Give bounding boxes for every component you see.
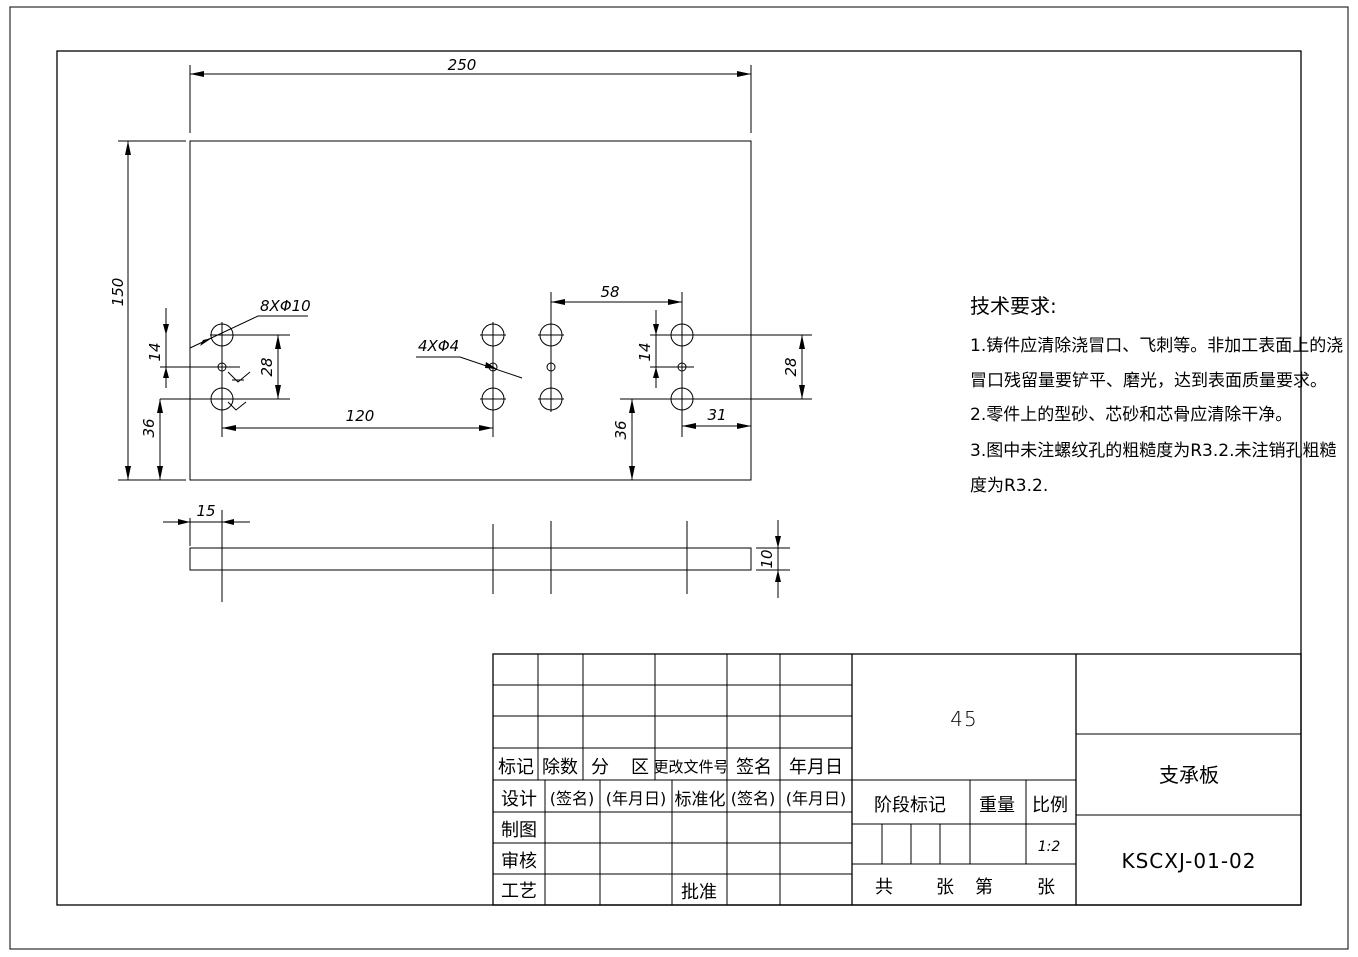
material: 45 (950, 707, 977, 731)
dim-28-right: 28 (782, 357, 800, 376)
outer-border (9, 6, 1349, 950)
standardize-date: (年月日) (786, 789, 847, 808)
design-sign: (签名) (550, 789, 595, 808)
tech-req-line: 1.铸件应清除浇冒口、飞刺等。非加工表面上的浇 (970, 336, 1343, 356)
roughness-icon (227, 401, 247, 411)
scale-value: 1:2 (1038, 839, 1061, 855)
title-block: 标记 除数 分 区 更改文件号 签名 年月日 设计 (签名) (年月日) 标准化… (492, 653, 1302, 906)
label-scale: 比例 (1032, 795, 1068, 816)
label-total: 共 (875, 877, 893, 898)
tech-req-title: 技术要求: (970, 294, 1057, 318)
dim-4x4: 4XΦ4 (418, 337, 459, 355)
label-sheets-b: 张 (1037, 877, 1055, 898)
design-date: (年月日) (606, 789, 667, 808)
dim-15: 15 (196, 502, 215, 520)
label-approve: 批准 (681, 882, 717, 903)
header-change-doc: 更改文件号 (653, 758, 728, 776)
dim-28-left: 28 (258, 357, 276, 376)
tech-req-line: 3.图中未注螺纹孔的粗糙度为R3.2.未注销孔粗糙 (970, 441, 1336, 461)
tech-req-line: 冒口残留量要铲平、磨光，达到表面质量要求。 (970, 371, 1327, 391)
dimensions: 250 150 8XΦ10 14 28 36 120 4XΦ4 (109, 56, 805, 481)
front-view (160, 140, 812, 481)
plate-outline (189, 140, 752, 481)
label-design: 设计 (501, 789, 537, 810)
roughness-icon (227, 371, 251, 383)
dim-250: 250 (448, 56, 477, 74)
dim-8x10: 8XΦ10 (260, 297, 311, 315)
drawing-number: KSCXJ-01-02 (1122, 849, 1257, 873)
header-zone-a: 分 (591, 757, 609, 778)
header-mark: 标记 (498, 757, 534, 778)
label-drafting: 制图 (501, 820, 537, 841)
plate-side-outline (189, 547, 752, 571)
dim-120: 120 (346, 407, 375, 425)
standardize-sign: (签名) (731, 789, 776, 808)
dim-14-right: 14 (636, 342, 654, 361)
label-weight: 重量 (979, 795, 1015, 816)
label-process: 工艺 (501, 881, 537, 902)
dim-150: 150 (109, 278, 127, 307)
header-date: 年月日 (789, 757, 843, 778)
side-view: 15 10 (163, 502, 790, 602)
label-review: 审核 (501, 851, 537, 872)
technical-requirements: 技术要求: 1.铸件应清除浇冒口、飞刺等。非加工表面上的浇 冒口残留量要铲平、磨… (970, 294, 1343, 496)
header-zone-b: 区 (631, 757, 649, 778)
label-stage-mark: 阶段标记 (874, 795, 946, 816)
header-signature: 签名 (736, 757, 772, 778)
tech-req-line: 2.零件上的型砂、芯砂和芯骨应清除干净。 (970, 405, 1292, 425)
center-lines (160, 292, 812, 437)
inner-frame (56, 50, 1302, 906)
label-nth: 第 (975, 877, 993, 898)
dim-36-left: 36 (140, 418, 158, 437)
part-name: 支承板 (1159, 763, 1219, 787)
label-standardize: 标准化 (675, 790, 726, 810)
dim-10: 10 (758, 549, 776, 568)
dim-14-left: 14 (146, 342, 164, 361)
dim-58: 58 (600, 283, 619, 301)
tech-req-line: 度为R3.2. (970, 476, 1048, 496)
dim-36-right: 36 (612, 420, 630, 439)
dim-31: 31 (707, 406, 726, 424)
label-sheets-a: 张 (936, 877, 954, 898)
header-count: 除数 (542, 757, 578, 778)
